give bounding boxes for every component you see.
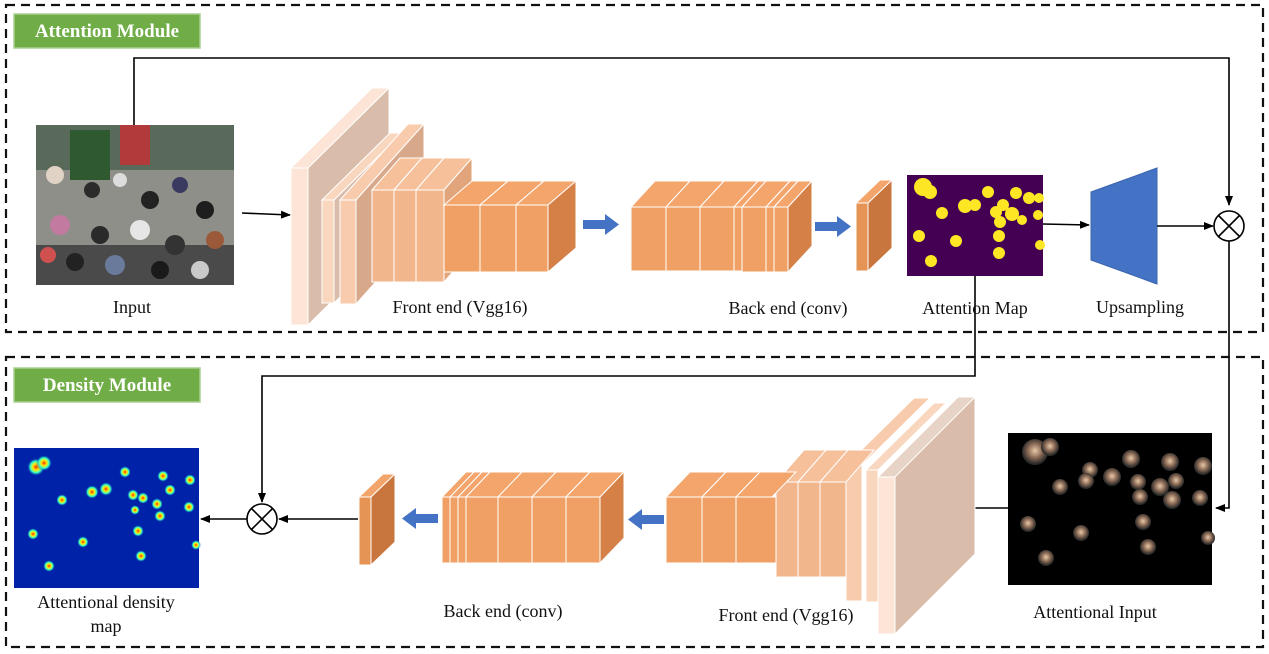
attention-module-tag-text: Attention Module <box>35 21 179 42</box>
attention-module-tag <box>13 13 201 49</box>
density-back-end-label: Back end (conv) <box>444 601 563 622</box>
input-to-frontend-arrow <box>241 210 291 219</box>
map-to-upsampling-arrow <box>1042 220 1090 229</box>
masked-crowd-photo <box>1008 433 1215 585</box>
attentional-input-label: Attentional Input <box>1033 602 1156 622</box>
attention-map-to-density-multiply-arrow <box>258 276 976 503</box>
upsampling-block <box>1090 167 1158 285</box>
left-arrow-icon <box>628 509 664 530</box>
density-module-border <box>4 355 1265 649</box>
attention-module-border <box>4 3 1265 334</box>
attention-front-end-layers <box>289 86 578 327</box>
density-map-image <box>14 448 201 588</box>
crowd-photo <box>36 125 234 285</box>
density-output-layer <box>357 472 397 567</box>
density-module-tag <box>13 367 201 403</box>
density-map-label-line1: Attentional density <box>37 592 174 612</box>
input-label: Input <box>113 297 151 317</box>
multiply-to-attentional-input-arrow <box>1215 241 1230 512</box>
density-front-end-label: Front end (Vgg16) <box>719 605 854 626</box>
attention-map-image <box>907 175 1045 276</box>
attention-output-layer <box>854 178 894 273</box>
multiply-circle-icon <box>246 503 278 535</box>
attention-front-end-label: Front end (Vgg16) <box>393 297 528 318</box>
multiply-circle-icon <box>1213 210 1245 242</box>
left-arrow-icon <box>402 508 438 529</box>
attention-back-end-label: Back end (conv) <box>729 298 848 319</box>
density-module-tag-text: Density Module <box>43 375 171 396</box>
attention-back-end-layers <box>629 179 814 274</box>
density-front-end-layers <box>664 395 977 636</box>
skip-connection-arrow <box>133 57 1233 206</box>
upsampling-label: Upsampling <box>1096 297 1184 317</box>
density-back-end-layers <box>440 470 626 565</box>
right-arrow-icon <box>815 216 851 237</box>
right-arrow-icon <box>583 214 619 235</box>
density-map-label-line2: map <box>91 616 122 636</box>
